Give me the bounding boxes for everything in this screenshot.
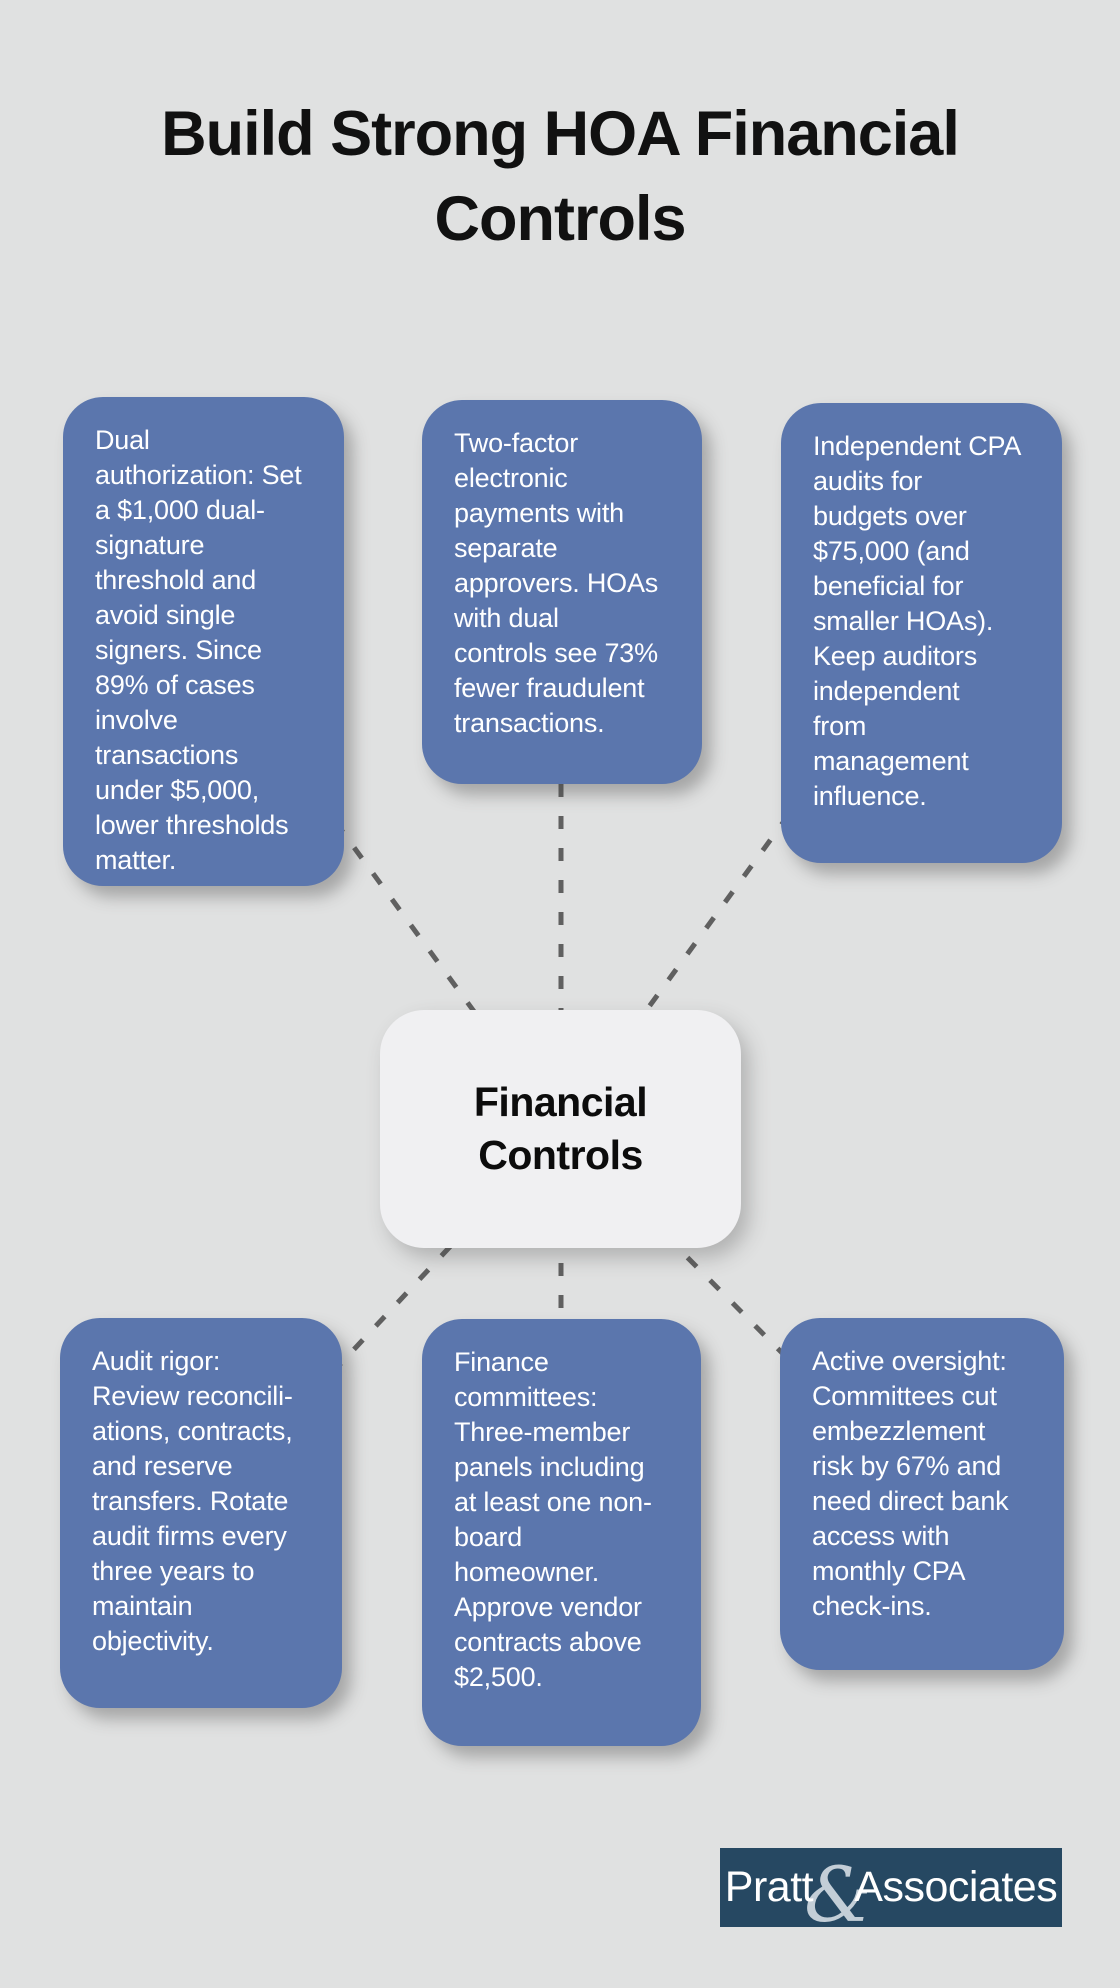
- ampersand-glyph: &: [804, 1849, 872, 1939]
- infographic-title: Build Strong HOA Financial Controls: [161, 99, 960, 254]
- logo-text-pratt: Pratt: [724, 1863, 814, 1911]
- logo-pratt-associates: Pratt & Associates: [720, 1848, 1062, 1932]
- logo-text-associates: Associates: [854, 1863, 1058, 1911]
- connector-bottom-left: [199, 1127, 562, 1515]
- node-text-audit-rigor: Audit rigor:Review reconcili-ations, con…: [92, 1346, 293, 1656]
- node-audit-rigor: Audit rigor:Review reconcili-ations, con…: [60, 1318, 342, 1708]
